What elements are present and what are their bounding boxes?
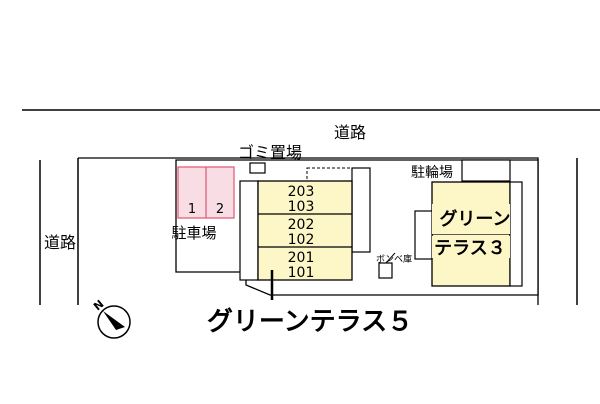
gas-storage <box>378 262 393 279</box>
parking-space-1-label: 1 <box>188 202 196 217</box>
building5-body <box>257 180 353 281</box>
building-green-terrace-5: 203 103 202 102 201 101 <box>239 167 371 281</box>
unit-203: 203 <box>288 184 315 200</box>
compass-needle <box>103 311 125 330</box>
garbage-area <box>249 162 266 174</box>
building3-name-line2: テラス３ <box>434 238 506 259</box>
building5-dashed-extension <box>306 167 353 182</box>
unit-201: 201 <box>288 250 315 266</box>
building3-label-bg-2 <box>432 236 510 258</box>
unit-103: 103 <box>288 199 315 215</box>
unit-202: 202 <box>288 217 315 233</box>
compass-north-icon: N <box>91 297 131 339</box>
road-top-label: 道路 <box>334 123 366 142</box>
building5-left-balcony <box>239 180 259 281</box>
parking-area: 1 2 <box>177 166 235 219</box>
building3-left-balcony <box>414 210 433 260</box>
building3-right-balcony <box>509 181 523 287</box>
parking-label: 駐車場 <box>171 224 216 242</box>
building3-name-line1: グリーン <box>439 208 510 230</box>
building5-name: グリーンテラス５ <box>207 307 413 337</box>
building5-right-balcony <box>351 167 371 253</box>
gas-storage-leader <box>385 252 396 264</box>
unit-102: 102 <box>288 232 315 248</box>
garbage-label: ゴミ置場 <box>238 143 302 162</box>
unit-101: 101 <box>288 265 315 281</box>
bicycle-parking <box>461 159 511 182</box>
bicycle-label: 駐輪場 <box>411 164 453 181</box>
building-green-terrace-3: グリーン テラス３ <box>414 181 523 287</box>
gas-storage-label: ボンベ庫 <box>376 253 412 265</box>
building3-label-bg-1 <box>432 204 510 234</box>
parking-space-2-label: 2 <box>216 202 224 217</box>
road-left-label: 道路 <box>44 233 76 252</box>
